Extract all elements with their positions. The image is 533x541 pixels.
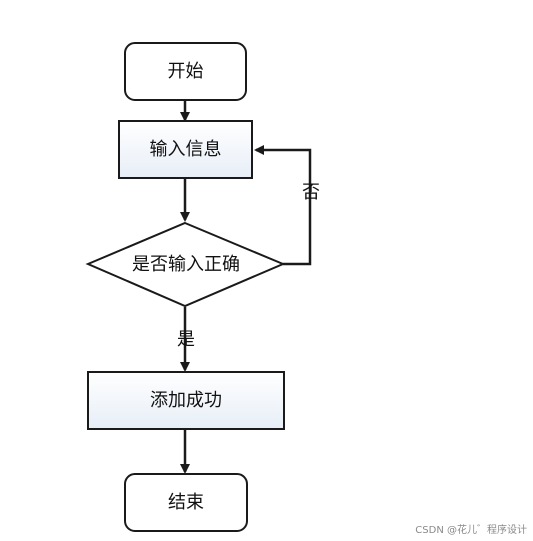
input-info-label: 输入信息 [150, 139, 222, 160]
add-success-label: 添加成功 [150, 390, 222, 411]
decision-label: 是否输入正确 [132, 254, 240, 275]
end-label: 结束 [168, 492, 204, 513]
flowchart-edges [180, 101, 312, 474]
decision-node [85, 221, 286, 308]
start-node [124, 42, 247, 101]
edge-label-yes: 是 [177, 329, 195, 350]
flowchart-nodes: 开始 输入信息 是否输入正确 添加成功 结束 [85, 42, 286, 532]
edge-decision-no-loop [254, 145, 312, 266]
input-info-node [118, 120, 253, 179]
edge-label-no: 否 [302, 182, 320, 203]
end-node [124, 473, 248, 532]
add-success-node [87, 371, 285, 430]
start-label: 开始 [168, 61, 204, 82]
csdn-watermark: CSDN @花儿゛程序设计 [415, 525, 527, 536]
flowchart-edge-labels: 否 是 [177, 182, 320, 350]
